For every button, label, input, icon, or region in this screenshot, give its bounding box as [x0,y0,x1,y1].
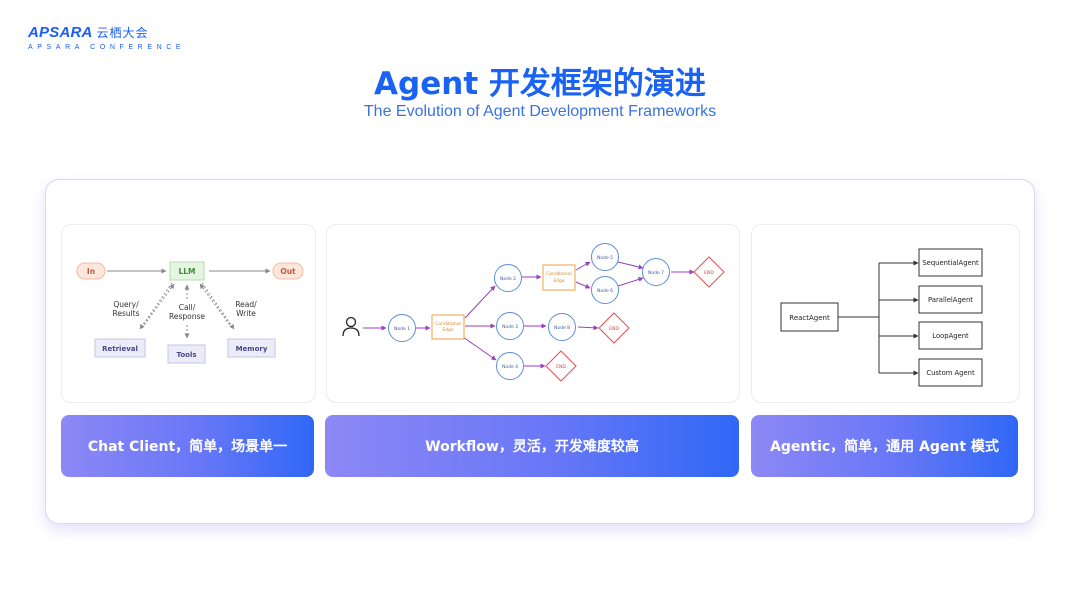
agentic-label: Agentic，简单，通用 Agent 模式 [751,415,1018,477]
node-4-label: Node 4 [502,364,518,370]
read-label-1: Read/ [235,300,257,309]
end-node-1 [693,256,725,288]
end-2-label: END [609,326,619,332]
node-5 [591,243,619,271]
edge-node6-node7 [617,276,644,287]
cond2-label-2: Edge [553,278,565,284]
page-title: Agent 开发框架的演进 [374,66,706,102]
user-icon [342,316,360,337]
edge-cond2-node5 [575,261,591,271]
end-node-2 [598,312,630,344]
query-label-1: Query/ [113,300,139,309]
node-7 [642,258,670,286]
node-5-label: Node 5 [597,255,613,261]
call-label-2: Response [169,312,205,321]
tools-node [167,344,206,364]
llm-label: LLM [178,267,195,276]
parallel-agent-label: ParallelAgent [928,296,973,304]
loop-agent-node [918,321,983,350]
end-1-label: END [704,270,714,276]
retrieval-node [94,338,146,358]
sequential-agent-label: SequentialAgent [922,259,979,267]
node-1-label: Node 1 [394,326,410,332]
node-6 [591,276,619,304]
chat-client-label: Chat Client，简单，场景单一 [61,415,314,477]
loop-agent-label: LoopAgent [932,332,969,340]
node-3 [496,312,524,340]
edge-cond1-node4 [462,336,497,361]
page-subtitle: The Evolution of Agent Development Frame… [363,103,717,120]
in-node [76,262,106,280]
end-3-label: END [556,364,566,370]
agentic-diagram: ReactAgent SequentialAgent ParallelAgent… [751,224,1020,403]
edge-node8-end [577,325,599,331]
conference-logo: APSARA 云栖大会 APSARA CONFERENCE [28,24,185,51]
logo-cn: 云栖大会 [96,26,149,40]
node-8-label: Node 8 [554,325,570,331]
edge-cond1-node2 [464,285,496,319]
workflow-label: Workflow，灵活，开发难度较高 [325,415,739,477]
logo-brand: APSARA [28,24,93,41]
react-agent-label: ReactAgent [789,314,830,322]
react-agent-node [780,302,839,332]
edge-cond2-node6 [575,281,591,289]
query-arrow [139,282,173,330]
out-node [272,262,304,280]
end-node-3 [545,350,577,382]
call-label-1: Call/ [179,303,196,312]
node-3-label: Node 3 [502,324,518,330]
read-label-2: Write [236,309,256,318]
cond1-label-2: Edge [442,327,454,333]
read-arrow [201,282,235,330]
parallel-agent-node [918,285,983,314]
cond1-label-1: Conditional [435,321,460,327]
node-2 [494,264,522,292]
query-label-2: Results [112,309,139,318]
node-2-label: Node 2 [500,276,516,282]
memory-label: Memory [236,345,268,353]
custom-agent-node [918,358,983,387]
node-7-label: Node 7 [648,270,664,276]
conditional-edge-1 [431,314,465,340]
retrieval-label: Retrieval [102,345,138,353]
node-1 [388,314,416,342]
node-8 [548,313,576,341]
logo-subtitle: APSARA CONFERENCE [28,44,186,51]
out-label: Out [280,267,296,276]
in-label: In [87,267,95,276]
query-arrow-back [141,283,175,329]
memory-node [227,338,276,358]
node-4 [496,352,524,380]
edge-node5-node7 [617,261,644,270]
chat-client-diagram: In LLM Out Query/ Results Call/ Response… [61,224,316,403]
llm-node [169,261,205,281]
sequential-agent-node [918,248,983,277]
node-6-label: Node 6 [597,288,613,294]
tools-label: Tools [176,351,196,359]
custom-agent-label: Custom Agent [926,369,975,377]
workflow-diagram: Node 1 Conditional Edge Node 2 Condition… [326,224,740,403]
conditional-edge-2 [542,264,576,291]
read-arrow-back [199,283,233,329]
cond2-label-1: Conditional [546,271,571,277]
